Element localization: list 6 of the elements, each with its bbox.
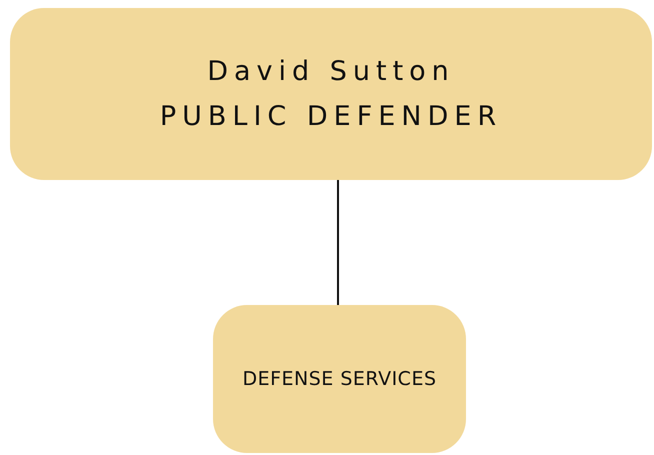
role-title: PUBLIC DEFENDER (160, 101, 502, 132)
person-name: David Sutton (207, 56, 455, 87)
connector-line (337, 180, 339, 305)
org-box (213, 305, 466, 453)
role-title: DEFENSE SERVICES (242, 368, 437, 390)
org-box (10, 8, 652, 180)
